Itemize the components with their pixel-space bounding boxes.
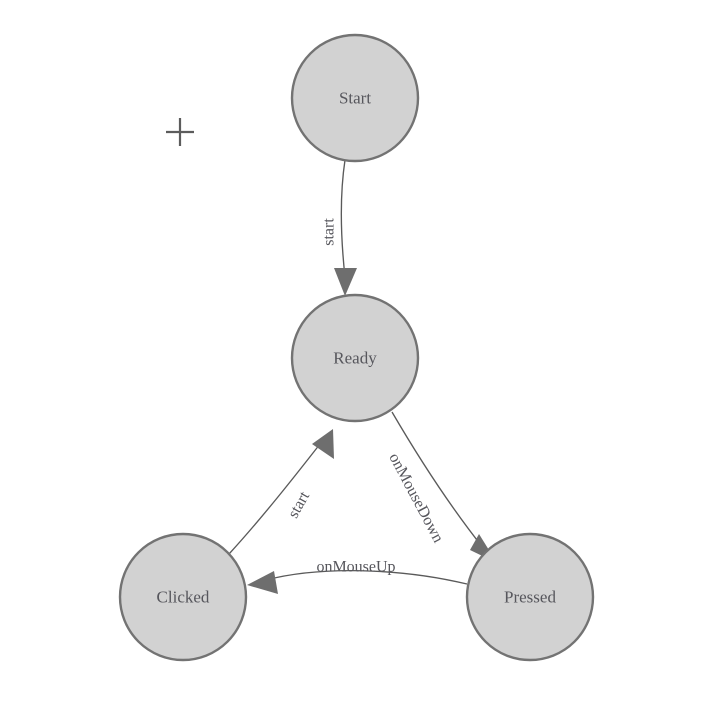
node-shape: [290, 293, 420, 423]
edge-line: [391, 411, 485, 550]
edge-line: [340, 159, 346, 278]
node-start[interactable]: Start: [290, 33, 420, 163]
edge-line: [228, 443, 321, 555]
node-label: Start: [339, 89, 371, 108]
node-label: Pressed: [504, 588, 556, 607]
node-shape: [465, 532, 595, 662]
node-ready[interactable]: Ready: [290, 293, 420, 423]
node-shape: [290, 33, 420, 163]
edge-label-ready-to-pressed: onMouseDown: [385, 450, 446, 545]
arrowhead-icon: [247, 571, 278, 594]
node-shape: [118, 532, 248, 662]
plus-marker-icon[interactable]: [166, 118, 194, 146]
arrowhead-icon: [312, 429, 334, 459]
node-label: Ready: [333, 349, 377, 368]
edge-pressed-to-clicked[interactable]: [247, 569, 468, 594]
edge-start-to-ready[interactable]: [334, 159, 357, 296]
node-clicked[interactable]: Clicked: [118, 532, 248, 662]
node-pressed[interactable]: Pressed: [465, 532, 595, 662]
arrowhead-icon: [334, 268, 357, 296]
edge-label-start-to-ready: start: [321, 218, 338, 246]
edge-label-pressed-to-clicked: onMouseUp: [316, 559, 395, 576]
edge-line: [265, 569, 468, 585]
edge-clicked-to-ready[interactable]: [228, 429, 334, 555]
edge-label-clicked-to-ready: start: [285, 488, 313, 521]
node-label: Clicked: [157, 588, 210, 607]
